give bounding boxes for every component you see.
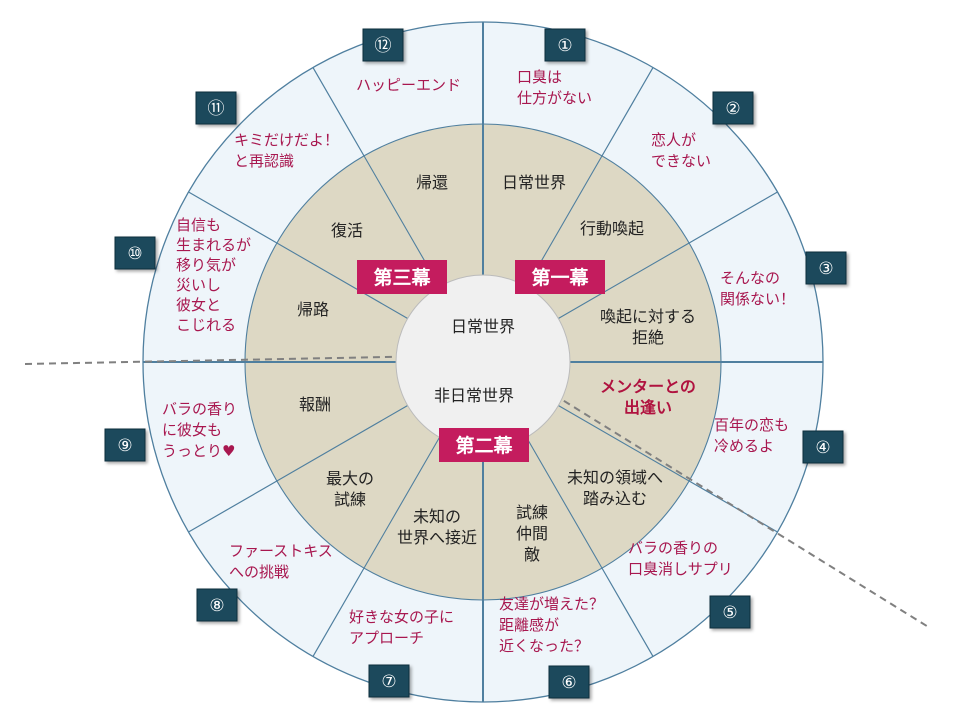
sector-divider bbox=[688, 191, 778, 244]
episode-number: ⑤ bbox=[722, 603, 737, 623]
threshold-dashed-line bbox=[24, 353, 931, 629]
sector-divider bbox=[188, 191, 278, 244]
stage-label: 帰路 bbox=[297, 300, 329, 319]
act-label: 第三幕 bbox=[373, 266, 431, 289]
stage-label: 喚起に対する拒絶 bbox=[600, 307, 696, 347]
act-label: 第一幕 bbox=[531, 266, 589, 289]
episode-number: ⑦ bbox=[381, 672, 396, 692]
episode-text: ハッピーエンド bbox=[356, 76, 461, 94]
episode-number: ⑨ bbox=[117, 436, 132, 456]
episode-number-box: ④ bbox=[802, 430, 844, 464]
stage-divider bbox=[276, 405, 408, 482]
hub-special-world: 非日常世界 bbox=[434, 386, 514, 405]
episode-number: ⑧ bbox=[209, 596, 224, 616]
stage-label: 未知の領域へ踏み込む bbox=[567, 468, 663, 508]
sector-divider bbox=[601, 567, 654, 657]
episode-number: ⑩ bbox=[127, 244, 142, 264]
stage-label: メンターとの出逢い bbox=[600, 377, 696, 417]
stage-label: 試練仲間敵 bbox=[516, 503, 548, 564]
episode-text: 恋人ができない bbox=[651, 131, 711, 170]
stage-divider bbox=[558, 405, 690, 482]
episode-number-box: ⑨ bbox=[104, 428, 146, 462]
episode-text: バラの香りの口臭消しサプリ bbox=[628, 539, 733, 578]
episode-number-box: ⑪ bbox=[195, 91, 237, 125]
episode-text: バラの香りに彼女もうっとり♥ bbox=[162, 400, 237, 460]
stage-divider bbox=[276, 242, 408, 319]
episode-number: ⑪ bbox=[208, 99, 225, 119]
episode-text: 口臭は仕方がない bbox=[517, 68, 592, 107]
hub-circle bbox=[395, 274, 571, 450]
stage-label: 帰還 bbox=[416, 173, 448, 192]
episode-number: ② bbox=[725, 99, 740, 119]
episode-text: 百年の恋も冷めるよ bbox=[714, 416, 789, 455]
episode-text: そんなの関係ない！ bbox=[720, 269, 795, 308]
stage-label: 復活 bbox=[331, 221, 363, 240]
episode-number: ③ bbox=[818, 259, 833, 279]
sector-divider bbox=[312, 67, 365, 157]
episode-number-box: ② bbox=[712, 91, 754, 125]
stage-label: 日常世界 bbox=[502, 173, 566, 192]
episode-number-box: ⑦ bbox=[368, 664, 410, 698]
episode-number-box: ① bbox=[544, 28, 586, 62]
act-label: 第二幕 bbox=[455, 434, 513, 457]
episode-text: 自信も生まれるが移り気が災いし彼女とこじれる bbox=[176, 216, 251, 334]
act-badge bbox=[357, 260, 447, 294]
act-badge bbox=[515, 260, 605, 294]
sector-divider bbox=[312, 567, 365, 657]
episode-text: キミだけだよ！と再認識 bbox=[234, 131, 339, 170]
episode-number-box: ⑫ bbox=[362, 28, 404, 62]
stage-label: 報酬 bbox=[299, 395, 331, 414]
episode-number: ④ bbox=[815, 438, 830, 458]
episode-text: ファーストキスへの挑戦 bbox=[229, 542, 333, 581]
episode-text: 好きな女の子にアプローチ bbox=[349, 608, 454, 647]
hub-ordinary-world: 日常世界 bbox=[451, 317, 515, 336]
stage-label: 行動喚起 bbox=[580, 219, 644, 238]
episode-number: ⑥ bbox=[561, 673, 576, 693]
sector-divider bbox=[601, 67, 654, 157]
stage-label: 最大の試練 bbox=[326, 469, 374, 509]
sector-divider bbox=[188, 480, 278, 533]
episode-number-box: ③ bbox=[805, 251, 847, 285]
act-badge bbox=[439, 428, 529, 462]
stage-divider bbox=[558, 242, 690, 319]
episode-number-box: ⑤ bbox=[709, 595, 751, 629]
episode-number: ⑫ bbox=[375, 36, 392, 56]
stage-label: 未知の世界へ接近 bbox=[397, 507, 477, 547]
episode-number: ① bbox=[557, 36, 572, 56]
episode-text: 友達が増えた？距離感が近くなった？ bbox=[499, 595, 604, 655]
episode-number-box: ⑥ bbox=[548, 665, 590, 699]
stage-divider bbox=[526, 437, 603, 569]
episode-number-box: ⑧ bbox=[196, 588, 238, 622]
stage-divider bbox=[363, 437, 440, 569]
episode-number-box: ⑩ bbox=[114, 236, 156, 270]
